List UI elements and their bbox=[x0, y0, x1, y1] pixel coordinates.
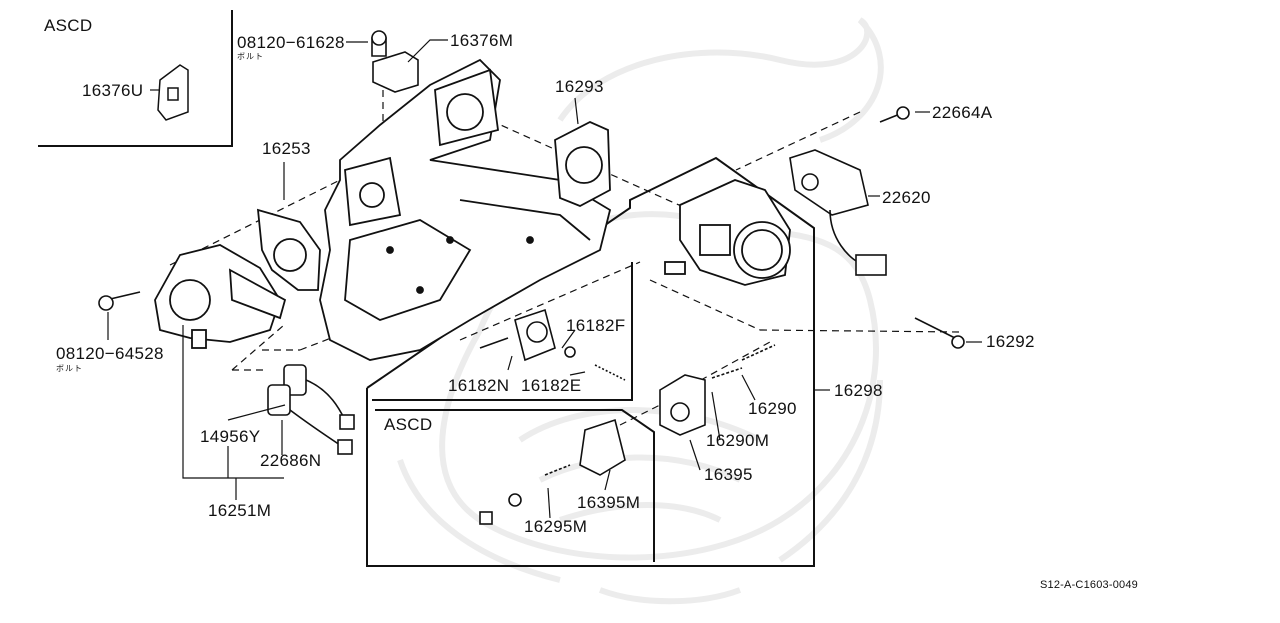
throttle-position-sensor bbox=[789, 149, 887, 276]
part-16293[interactable]: 16293 bbox=[555, 77, 604, 96]
part-16376U[interactable]: 16376U bbox=[82, 81, 144, 100]
part-08120-64528[interactable]: 08120−64528 bbox=[56, 344, 164, 363]
chamber-assembly bbox=[154, 244, 287, 349]
part-16290[interactable]: 16290 bbox=[748, 399, 797, 418]
part-16298[interactable]: 16298 bbox=[834, 381, 883, 400]
throttle-body bbox=[664, 179, 791, 286]
leader-lines bbox=[107, 39, 982, 519]
reference-code: S12-A-C1603-0049 bbox=[1040, 579, 1138, 591]
part-08120-61628[interactable]: 08120−61628 bbox=[237, 33, 345, 52]
part-16182N[interactable]: 16182N bbox=[448, 376, 510, 395]
part-16290M[interactable]: 16290M bbox=[706, 431, 770, 450]
part-22686N[interactable]: 22686N bbox=[260, 451, 322, 470]
part-08120-64528-note: ボルト bbox=[56, 364, 83, 373]
intake-manifold bbox=[319, 58, 612, 361]
springs-and-plates bbox=[479, 344, 776, 525]
guide-lines bbox=[169, 78, 961, 426]
ascd-inset-frame bbox=[38, 10, 233, 147]
bracket-16376M bbox=[371, 30, 419, 93]
part-14956Y[interactable]: 14956Y bbox=[200, 427, 261, 446]
bolt-08120-64528 bbox=[98, 291, 141, 311]
sensor-group bbox=[267, 364, 355, 455]
ascd-bottom-title: ASCD bbox=[384, 415, 433, 434]
part-22620[interactable]: 22620 bbox=[882, 188, 931, 207]
ascd-inset-title: ASCD bbox=[44, 16, 93, 35]
part-16251M[interactable]: 16251M bbox=[208, 501, 272, 520]
part-16182F[interactable]: 16182F bbox=[566, 316, 626, 335]
idle-control-parts bbox=[479, 308, 626, 381]
watermark-emblem bbox=[397, 17, 884, 605]
part-16376M[interactable]: 16376M bbox=[450, 31, 514, 50]
screws bbox=[879, 106, 965, 349]
part-16182E[interactable]: 16182E bbox=[521, 376, 582, 395]
part-16253[interactable]: 16253 bbox=[262, 139, 311, 158]
gasket-16293 bbox=[554, 121, 611, 207]
part-16395M[interactable]: 16395M bbox=[577, 493, 641, 512]
gasket-16253 bbox=[256, 208, 321, 291]
part-22664A[interactable]: 22664A bbox=[932, 103, 993, 122]
ascd-bottom-frame bbox=[375, 409, 655, 562]
part-16295M[interactable]: 16295M bbox=[524, 517, 588, 536]
bracket-16376U bbox=[157, 64, 189, 121]
part-08120-61628-note: ボルト bbox=[237, 52, 264, 61]
part-16292[interactable]: 16292 bbox=[986, 332, 1035, 351]
part-16395[interactable]: 16395 bbox=[704, 465, 753, 484]
